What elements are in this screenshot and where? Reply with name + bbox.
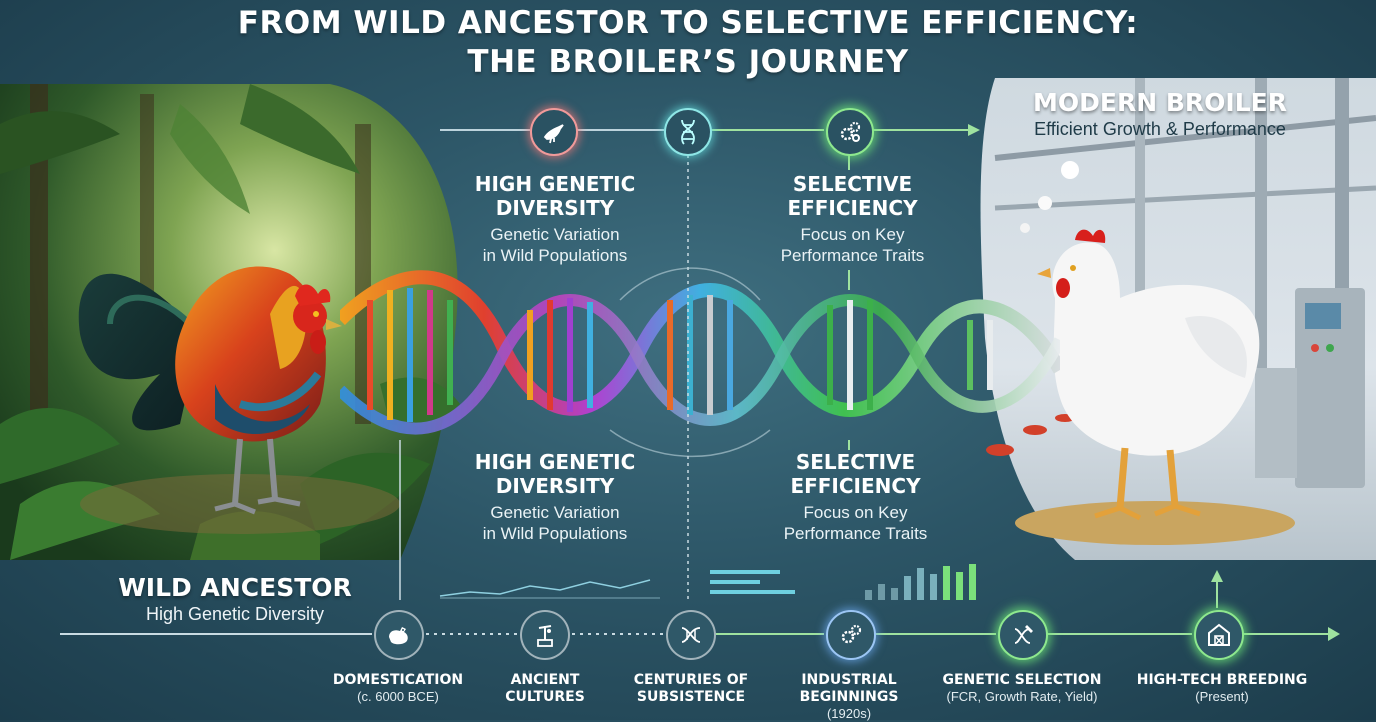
lower-left-heading-1: HIGH GENETIC xyxy=(474,450,636,474)
timeline-heading-2: BEGINNINGS xyxy=(799,689,899,705)
upper-right-heading-2: EFFICIENCY xyxy=(787,196,918,220)
lower-right-heading-2: EFFICIENCY xyxy=(790,474,921,498)
timeline-heading: HIGH-TECH BREEDING xyxy=(1136,672,1308,688)
jungle-scene-illustration xyxy=(0,84,460,560)
mini-line-chart-decoration xyxy=(439,579,660,599)
upper-left-heading-2: DIVERSITY xyxy=(495,196,615,220)
page-title: FROM WILD ANCESTOR TO SELECTIVE EFFICIEN… xyxy=(0,4,1376,82)
timeline-label-high-tech: HIGH-TECH BREEDING (Present) xyxy=(1122,672,1322,705)
upper-left-subtext-2: in Wild Populations xyxy=(482,246,628,265)
title-line-2: THE BROILER’S JOURNEY xyxy=(467,44,909,80)
lower-left-heading-2: DIVERSITY xyxy=(495,474,615,498)
upper-right-subtext-2: Performance Traits xyxy=(780,246,925,265)
timeline-date: (1920s) xyxy=(826,706,872,721)
dna-pick-icon xyxy=(998,610,1048,660)
wild-ancestor-subtitle: High Genetic Diversity xyxy=(145,604,325,624)
timeline-heading: INDUSTRIAL xyxy=(801,672,897,688)
chicken-icon xyxy=(374,610,424,660)
timeline-date: (FCR, Growth Rate, Yield) xyxy=(946,689,1098,704)
modern-broiler-label: MODERN BROILER Efficient Growth & Perfor… xyxy=(1000,88,1320,140)
timeline-heading: ANCIENT xyxy=(510,672,580,688)
lower-right-block: SELECTIVE EFFICIENCY Focus on Key Perfor… xyxy=(738,450,973,544)
timeline-label-ancient-cultures: ANCIENT CULTURES xyxy=(460,672,630,706)
wild-ancestor-label: WILD ANCESTOR High Genetic Diversity xyxy=(95,573,375,625)
gears-icon-timeline xyxy=(826,610,876,660)
dna-helix-illustration xyxy=(340,270,1060,435)
upper-left-block: HIGH GENETIC DIVERSITY Genetic Variation… xyxy=(440,172,670,266)
factory-scene-illustration xyxy=(980,78,1376,560)
lower-left-subtext-1: Genetic Variation xyxy=(490,503,620,522)
gears-icon xyxy=(826,108,874,156)
mini-bar-chart-decoration xyxy=(865,564,976,600)
upper-right-subtext-1: Focus on Key xyxy=(800,225,905,244)
upper-right-heading-1: SELECTIVE xyxy=(792,172,913,196)
timeline-label-domestication: DOMESTICATION (c. 6000 BCE) xyxy=(313,672,483,705)
timeline-heading-2: SUBSISTENCE xyxy=(636,689,746,705)
timeline-heading-2: CULTURES xyxy=(505,689,585,705)
modern-broiler-subtitle: Efficient Growth & Performance xyxy=(1034,119,1286,139)
lower-right-subtext-1: Focus on Key xyxy=(803,503,908,522)
barn-icon xyxy=(1194,610,1244,660)
upper-left-subtext-1: Genetic Variation xyxy=(490,225,620,244)
modern-broiler-title: MODERN BROILER xyxy=(1033,88,1287,117)
timeline-label-industrial: INDUSTRIAL BEGINNINGS (1920s) xyxy=(764,672,934,722)
dna-icon xyxy=(664,108,712,156)
timeline-heading: GENETIC SELECTION xyxy=(942,672,1102,688)
timeline-heading: DOMESTICATION xyxy=(332,672,464,688)
lower-right-subtext-2: Performance Traits xyxy=(783,524,928,543)
upper-right-block: SELECTIVE EFFICIENCY Focus on Key Perfor… xyxy=(735,172,970,266)
lower-left-subtext-2: in Wild Populations xyxy=(482,524,628,543)
wild-ancestor-title: WILD ANCESTOR xyxy=(118,573,352,602)
title-line-1: FROM WILD ANCESTOR TO SELECTIVE EFFICIEN… xyxy=(237,5,1139,41)
bird-icon xyxy=(530,108,578,156)
timeline-label-subsistence: CENTURIES OF SUBSISTENCE xyxy=(606,672,776,706)
ancient-tool-icon xyxy=(520,610,570,660)
timeline-date: (Present) xyxy=(1195,689,1249,704)
timeline-heading: CENTURIES OF xyxy=(633,672,749,688)
dna-icon-timeline xyxy=(666,610,716,660)
upper-left-heading-1: HIGH GENETIC xyxy=(474,172,636,196)
mini-bar-gauge-decoration xyxy=(710,570,795,594)
timeline-date: (c. 6000 BCE) xyxy=(357,689,439,704)
lower-right-heading-1: SELECTIVE xyxy=(795,450,916,474)
lower-left-block: HIGH GENETIC DIVERSITY Genetic Variation… xyxy=(440,450,670,544)
timeline-label-genetic-selection: GENETIC SELECTION (FCR, Growth Rate, Yie… xyxy=(922,672,1122,705)
